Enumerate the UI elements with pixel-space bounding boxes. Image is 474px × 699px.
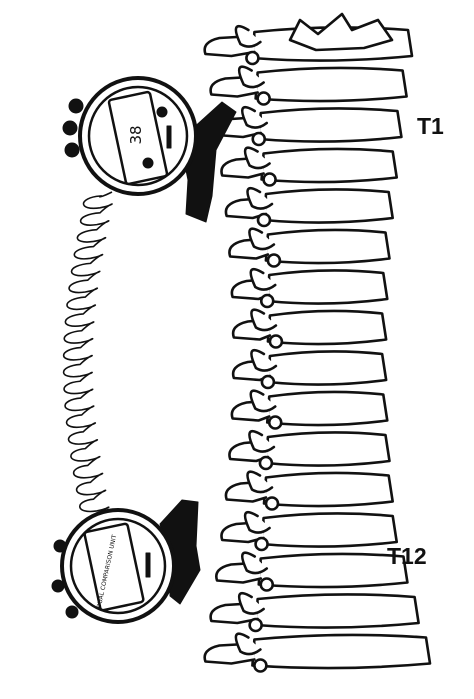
facet-joint <box>253 658 268 673</box>
lamina <box>249 268 277 291</box>
lower-knob-3 <box>65 605 79 619</box>
lamina <box>237 65 265 89</box>
cervical-tips <box>288 12 394 52</box>
vertebral-body <box>264 228 391 265</box>
upper-display-reading: 38 <box>127 125 145 145</box>
lamina <box>250 349 278 372</box>
vertebral-body <box>266 350 388 386</box>
facet-joint <box>258 455 274 471</box>
upper-button-top <box>156 106 168 118</box>
lamina <box>237 592 265 615</box>
vertebral-body <box>265 269 389 305</box>
facet-joint <box>251 131 267 147</box>
lamina <box>248 227 276 251</box>
facet-joint <box>256 91 271 106</box>
lamina <box>240 106 269 129</box>
vertebral-body <box>257 107 403 143</box>
facet-joint <box>260 374 276 390</box>
upper-knob-3 <box>64 142 80 158</box>
lamina <box>234 25 262 48</box>
facet-joint <box>262 172 277 187</box>
vertebral-body <box>251 633 432 670</box>
vertebral-body <box>262 471 394 508</box>
label-t1: T1 <box>417 113 444 139</box>
lamina <box>243 146 271 170</box>
vertebral-body <box>264 431 391 467</box>
facet-joint <box>259 577 275 592</box>
facet-joint <box>264 496 280 511</box>
upper-indicator-bar <box>166 125 172 149</box>
vertebral-body <box>254 66 408 103</box>
facet-joint <box>245 50 260 66</box>
lower-knob-1 <box>53 539 67 553</box>
vertebral-body <box>260 512 399 548</box>
vertebral-body <box>260 147 399 184</box>
upper-inclinometer <box>62 76 237 223</box>
lamina <box>246 470 274 494</box>
lower-inclinometer <box>51 499 201 624</box>
facet-joint <box>266 253 282 268</box>
vertebral-body <box>262 188 394 224</box>
lower-display-window <box>83 522 145 612</box>
coiled-cable <box>62 191 113 527</box>
facet-joint <box>248 617 263 633</box>
upper-button-bottom <box>142 157 154 169</box>
vertebral-body <box>254 593 420 629</box>
lower-indicator-bar <box>145 552 151 578</box>
upper-knob-1 <box>68 98 84 114</box>
lower-knob-2 <box>51 579 65 593</box>
lamina <box>240 551 269 575</box>
lamina <box>234 632 262 656</box>
vertebral-body <box>265 390 389 427</box>
thoracic-spine <box>203 12 432 673</box>
facet-joint <box>259 293 275 309</box>
lamina <box>243 511 271 534</box>
lamina <box>248 430 276 453</box>
vertebral-body <box>257 552 409 589</box>
vertebral-body <box>266 309 388 346</box>
lamina <box>249 389 277 413</box>
lamina <box>250 308 278 332</box>
facet-joint <box>267 415 283 430</box>
facet-joint <box>268 334 284 349</box>
upper-knob-2 <box>62 120 78 136</box>
facet-joint <box>256 212 272 228</box>
facet-joint <box>254 536 269 552</box>
label-t12: T12 <box>387 543 427 569</box>
lamina <box>246 187 274 210</box>
